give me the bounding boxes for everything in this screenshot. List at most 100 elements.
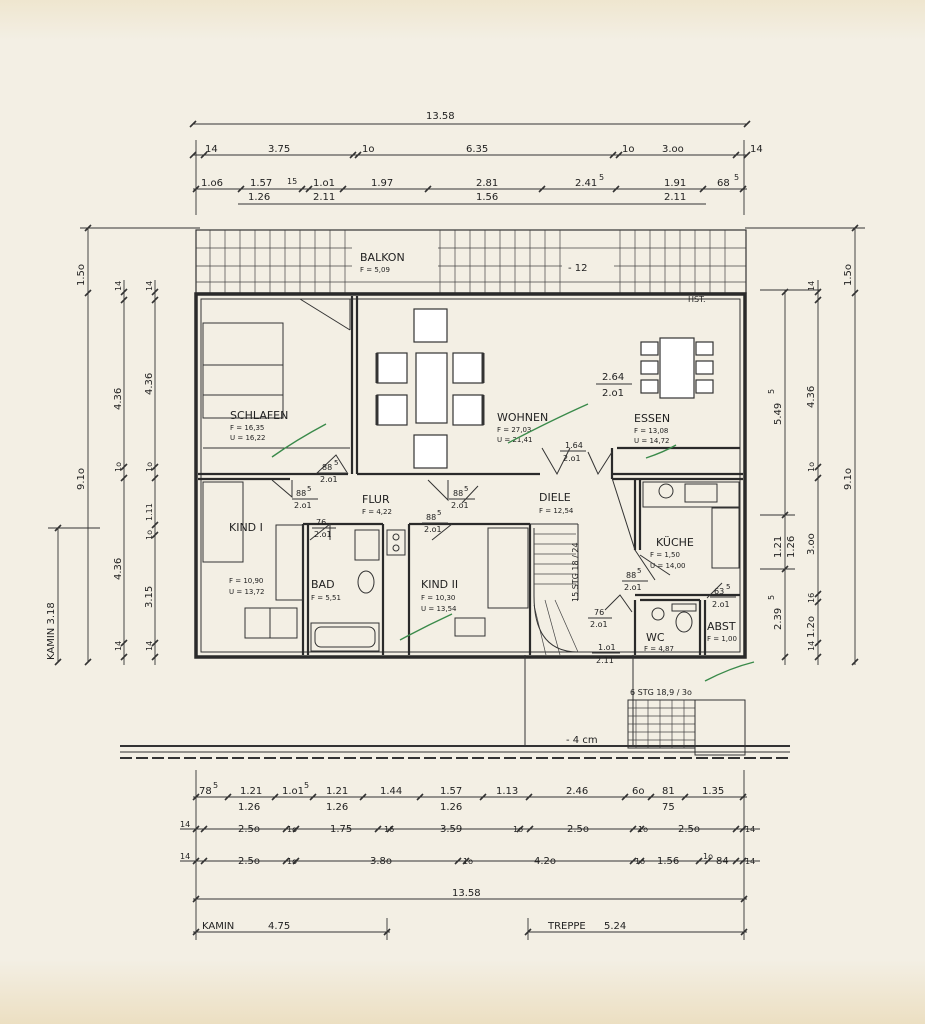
door-we-a: 2.64 [602, 372, 624, 383]
kind2-f: F = 10,30 [421, 594, 455, 602]
door-k1-a: 76 [316, 518, 326, 527]
wohnen-label: WOHNEN [497, 411, 548, 424]
dim-bottom-r3-8: 1o [703, 852, 713, 861]
balkon-area: F = 5,09 [360, 266, 390, 274]
door-dimensions: 2.64 2.o1 1.64 2.o1 88 5 2.o1 88 5 2.o1 … [292, 372, 736, 665]
wc-f: F = 4,87 [644, 645, 674, 653]
kueche-label: KÜCHE [656, 536, 694, 549]
dim-top-r2a-8: 1.91 [664, 178, 686, 189]
door-d-sup: 5 [464, 485, 468, 493]
door-s-a: 88 [322, 463, 332, 472]
door-entry-a: 1.o1 [598, 643, 616, 652]
door-d-b: 2.o1 [451, 501, 469, 510]
dim-top-r1-6: 14 [750, 144, 763, 155]
dim-bottom-r2-1: 2.5o [238, 824, 260, 835]
dim-bottom-r1b-2: 1.26 [440, 802, 462, 813]
door-ku-sup: 5 [637, 567, 641, 575]
dim-bottom-r1a-0: 78 [199, 786, 212, 797]
dim-bottom-r3-6: 1o [635, 857, 645, 866]
dim-top-r1-2: 1o [362, 144, 374, 155]
dim-bottom-r1a-9: 2.46 [566, 786, 588, 797]
bad-f: F = 5,51 [311, 594, 341, 602]
dim-bottom-r2-9: 2.5o [678, 824, 700, 835]
dim-top-total: 13.58 [426, 111, 455, 122]
furniture [202, 298, 740, 656]
dim-left-outer-0: 1.5o [76, 264, 87, 286]
door-swings [271, 447, 723, 613]
dim-left-b-6: 14 [145, 641, 154, 651]
dim-top-r2a-1: 1.57 [250, 178, 272, 189]
door-we-b: 2.o1 [602, 388, 624, 399]
diele-f: F = 12,54 [539, 507, 574, 515]
balkon-level: - 12 [568, 263, 588, 274]
door-ab-b: 2.o1 [712, 600, 730, 609]
dim-top-r1-1: 3.75 [268, 144, 290, 155]
door-ab-sup: 5 [726, 583, 730, 591]
dim-left-b-4: 1o [145, 530, 154, 540]
door-wd-a: 1.64 [565, 441, 583, 450]
wc-label: WC [646, 631, 665, 644]
schlafen-u: U = 16,22 [230, 434, 265, 442]
door-ku-b: 2.o1 [624, 583, 642, 592]
kind1-u: U = 13,72 [229, 588, 264, 596]
dim-bottom-r3-4: 1o [463, 857, 473, 866]
abst-label: ABST [707, 620, 736, 633]
kind1-f: F = 10,90 [229, 577, 263, 585]
door-f-b: 2.o1 [294, 501, 312, 510]
flur-label: FLUR [362, 493, 390, 506]
dim-right-b-5: 5 [767, 595, 776, 600]
dim-bottom-r2-8: 1o [638, 825, 648, 834]
dim-left-b-2: 1o [145, 462, 154, 472]
dim-right-outer-1: 9.1o [843, 468, 854, 490]
kind2-u: U = 13,54 [421, 605, 457, 613]
entry-level: - 4 cm [566, 735, 598, 746]
balcony: BALKON F = 5,09 - 12 [195, 229, 747, 294]
dim-bottom-r3-2: 1o [287, 857, 297, 866]
flur-f: F = 4,22 [362, 508, 392, 516]
dim-right-b-2: 1.21 [773, 536, 784, 558]
kamin-bottom-value: 4.75 [268, 921, 290, 932]
dim-bottom-r3-1: 2.5o [238, 856, 260, 867]
dim-top-r2a-4: 1.97 [371, 178, 393, 189]
dim-bottom-r2-2: 1o [287, 825, 297, 834]
dim-bottom-r1a-8: 1.13 [496, 786, 518, 797]
door-k1-b: 2.o1 [314, 530, 332, 539]
dim-top-r2a-9: 68 [717, 178, 730, 189]
top-dimensions: 13.58 14 3.75 1o 6.35 1o 3.oo 14 1.o6 1.… [189, 111, 763, 215]
diele-label: DIELE [539, 491, 571, 504]
essen-f: F = 13,08 [634, 427, 668, 435]
dim-left-a-2: 1o [114, 462, 123, 472]
door-wd-b: 2.o1 [563, 454, 581, 463]
door-s-sup: 5 [334, 459, 338, 467]
kamin-bottom-label: KAMIN [202, 921, 234, 932]
dim-top-r2a-0: 1.o6 [201, 178, 223, 189]
dim-top-r2a-3: 1.o1 [313, 178, 335, 189]
dim-right-a-3: 3.oo [806, 533, 817, 555]
dim-right-a-2: 1o [807, 462, 816, 472]
door-k2-a: 88 [426, 513, 436, 522]
dim-right-a-4: 16 [807, 593, 816, 603]
left-dimensions: 1.5o 9.1o 14 4.36 1o 4.36 14 14 4.36 1o … [46, 224, 200, 666]
outer-walls [194, 292, 747, 659]
dim-top-r2a-2: 15 [287, 177, 297, 186]
schlafen-label: SCHLAFEN [230, 409, 288, 422]
door-ku-a: 88 [626, 571, 636, 580]
door-wc-a: 76 [594, 608, 604, 617]
dim-bottom-r1a-2: 1.21 [240, 786, 262, 797]
dim-top-r2b-3: 2.11 [664, 192, 686, 203]
dim-top-r2b-2: 1.56 [476, 192, 498, 203]
dim-bottom-r2-4: 16 [384, 825, 394, 834]
dim-right-b-0: 5.49 [773, 403, 784, 425]
door-s-b: 2.o1 [320, 475, 338, 484]
dim-top-r2a-10: 5 [734, 173, 739, 182]
dim-bottom-r1b-1: 1.26 [326, 802, 348, 813]
dim-bottom-r3-7: 1.56 [657, 856, 679, 867]
dim-bottom-r1a-10: 6o [632, 786, 644, 797]
dim-left-a-4: 14 [114, 641, 123, 651]
kueche-f: F = 1,50 [650, 551, 680, 559]
bad-label: BAD [311, 578, 335, 591]
schlafen-f: F = 16,35 [230, 424, 264, 432]
kind1-label: KIND I [229, 521, 263, 534]
dim-bottom-r1a-5: 1.21 [326, 786, 348, 797]
dim-bottom-r1a-1: 5 [213, 781, 218, 790]
